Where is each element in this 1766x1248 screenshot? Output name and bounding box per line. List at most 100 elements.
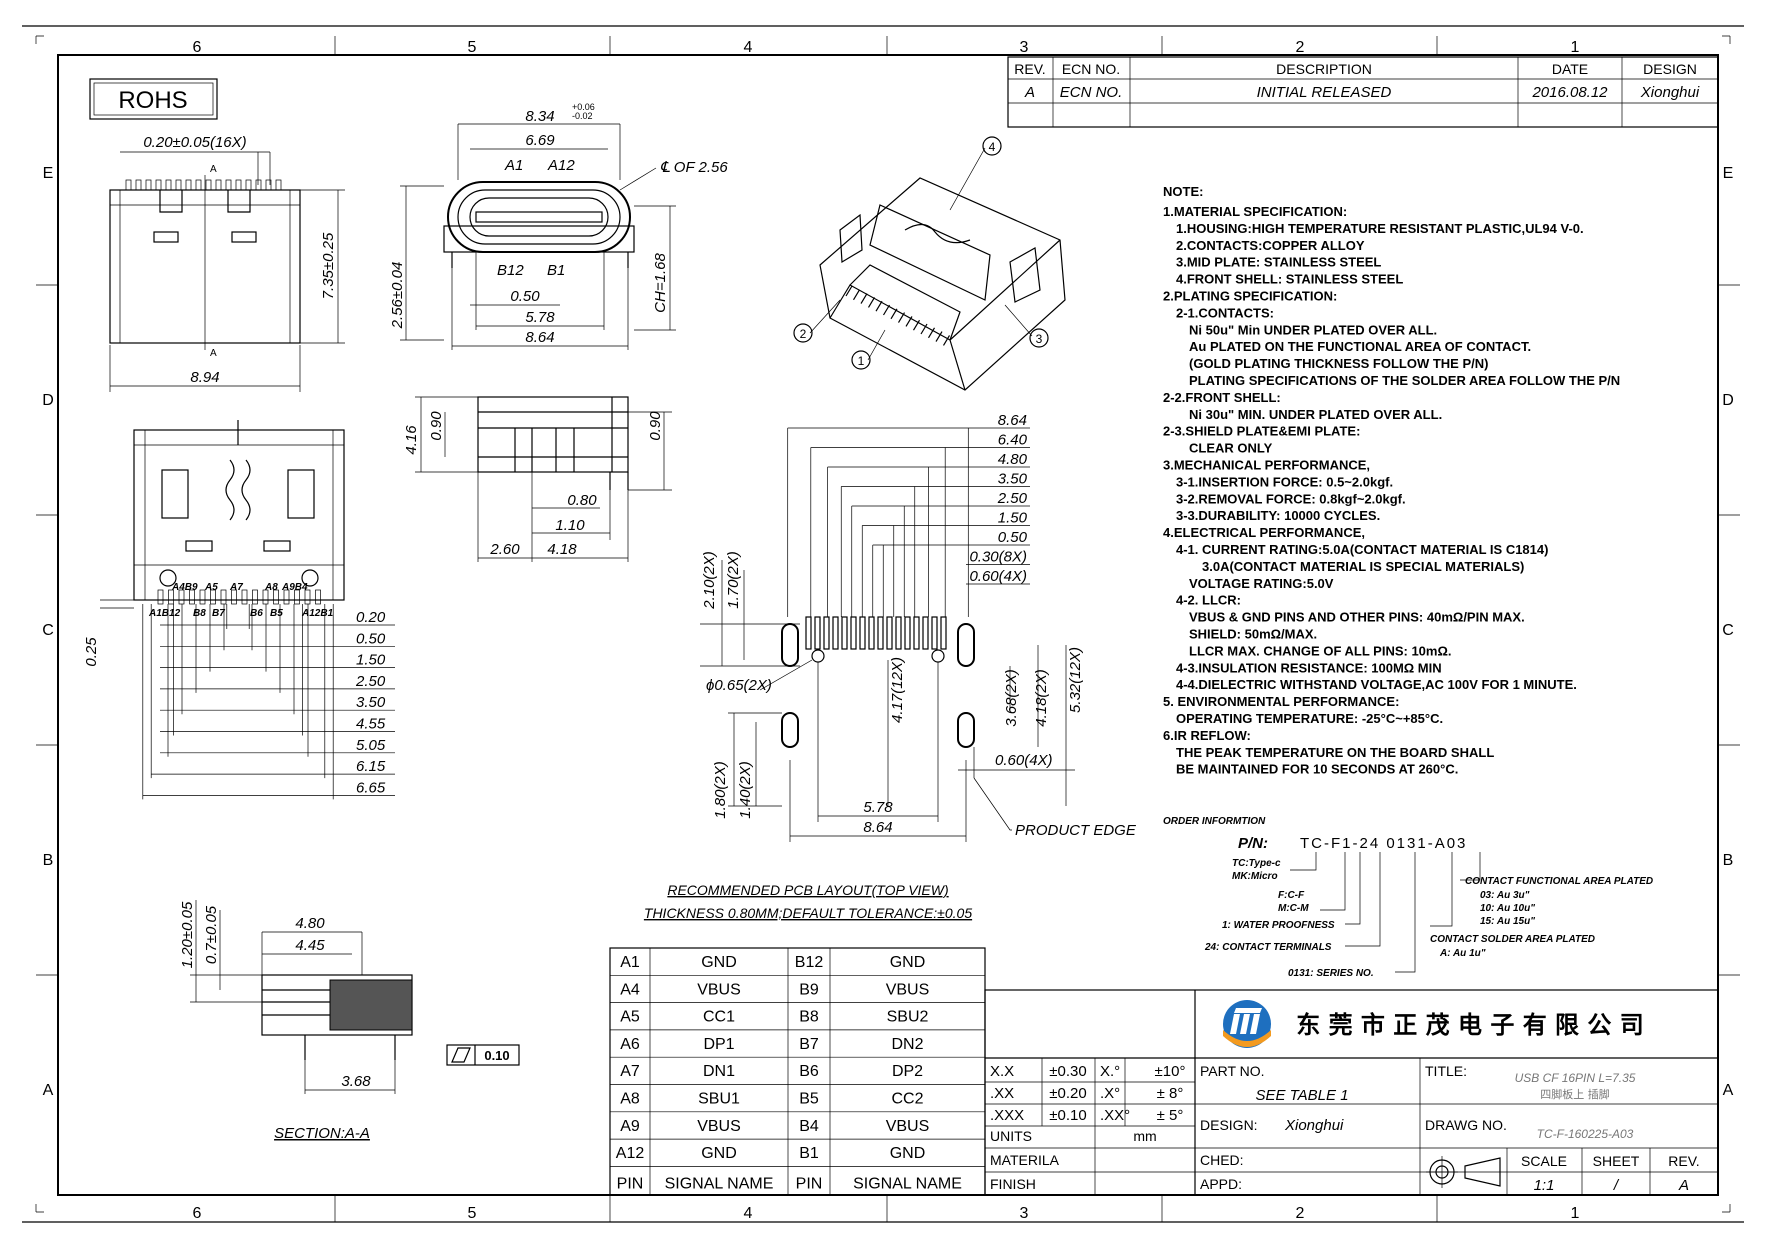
tolerance-cell: .XX (990, 1085, 1014, 1102)
dim-label: 0.50 (356, 630, 386, 647)
pin-label: B5 (270, 608, 283, 619)
contact-pin (245, 179, 252, 191)
tolerance-cell: X.X (990, 1063, 1014, 1080)
sheet-label: SHEET (1593, 1153, 1640, 1169)
zone-col-label: 5 (468, 1205, 477, 1222)
note-line: 2-3.SHIELD PLATE&EMI PLATE: (1163, 424, 1360, 439)
dim-label: 0.20 (356, 609, 386, 626)
order-legend: MK:Micro (1232, 871, 1278, 882)
sheet-value: / (1613, 1177, 1620, 1194)
units-value: mm (1133, 1128, 1156, 1144)
pn-label: P/N: (1238, 835, 1268, 852)
contact-pin (145, 179, 152, 191)
pin-label: A1 (504, 157, 523, 174)
pin-table-cell: B1 (799, 1145, 819, 1162)
dim-label: 0.60(4X) (995, 752, 1053, 769)
contact-pin (199, 589, 206, 605)
contact-pin (273, 589, 279, 605)
isometric-view: 4 2 1 3 (793, 136, 1066, 391)
note-line: SHIELD: 50mΩ/MAX. (1189, 627, 1317, 642)
dim-label: 4.17(12X) (889, 657, 906, 723)
contact-pin (304, 589, 311, 605)
scale-value: 1:1 (1534, 1177, 1555, 1194)
dim-label: 0.90 (647, 411, 664, 441)
pcb-caption: THICKNESS 0.80MM;DEFAULT TOLERANCE:±0.05 (644, 905, 972, 921)
pin-table-cell: GND (890, 1145, 926, 1162)
tolerance-cell: .XX° (1100, 1107, 1130, 1124)
dim-label: 3.68(2X) (1003, 669, 1020, 727)
dim-label: 1.40(2X) (737, 761, 754, 819)
rohs-label: ROHS (118, 87, 187, 114)
pcb-pad (922, 616, 929, 650)
note-line: 3.0A(CONTACT MATERIAL IS SPECIAL MATERIA… (1202, 559, 1524, 574)
note-line: BE MAINTAINED FOR 10 SECONDS AT 260°C. (1176, 762, 1458, 777)
pin-table-cell: GND (890, 954, 926, 971)
callout-label: 1 (858, 354, 865, 368)
zone-row-label: D (42, 392, 54, 409)
dim-tolerance: -0.02 (572, 111, 593, 121)
pin-table-cell: VBUS (886, 981, 930, 998)
dim-label: 3.50 (998, 471, 1028, 488)
pin-table-cell: GND (701, 1145, 737, 1162)
contact-pin (225, 179, 232, 191)
pin-table-cell: A12 (616, 1145, 645, 1162)
pin-table-cell: A1 (620, 954, 640, 971)
part-no-value: SEE TABLE 1 (1255, 1087, 1348, 1104)
units-label: UNITS (990, 1128, 1032, 1144)
finish-label: FINISH (990, 1176, 1036, 1192)
dim-label: 4.80 (295, 915, 325, 932)
contact-pin (275, 179, 282, 191)
section-view: 1.20±0.05 0.7±0.05 1.20±0.05 4.80 4.45 3… (179, 900, 520, 1142)
pcb-pad (913, 616, 920, 650)
dim-label: 1.50 (356, 652, 386, 669)
contact-pin (912, 319, 921, 331)
dim-label: 0.90 (428, 411, 445, 441)
dim-tolerance: +0.06 (572, 102, 595, 112)
title-value-cn: 四脚板上 插脚 (1540, 1087, 1610, 1101)
note-line: LLCR MAX. CHANGE OF ALL PINS: 10mΩ. (1189, 643, 1452, 658)
note-line: 4-1. CURRENT RATING:5.0A(CONTACT MATERIA… (1176, 542, 1548, 557)
bottom-view: A1B12 B8 B7 B6 B5 A12B1 A4B9 A5 A7 A8 A9… (83, 420, 395, 800)
dim-label: 0.50 (510, 288, 540, 305)
dim-label: 1.70(2X) (725, 551, 742, 609)
date-value: 2016.08.12 (1531, 84, 1608, 101)
note-line: CLEAR ONLY (1189, 441, 1273, 456)
contact-pin (860, 293, 868, 304)
contact-pin (185, 179, 192, 191)
dim-label: 0.80 (567, 492, 597, 509)
note-line: 4.ELECTRICAL PERFORMANCE, (1163, 525, 1365, 540)
note-line: THE PEAK TEMPERATURE ON THE BOARD SHALL (1176, 745, 1494, 760)
dim-label: 1.10 (555, 517, 585, 534)
zone-row-label: C (1722, 622, 1734, 639)
dim-label: 8.64 (998, 412, 1027, 429)
top-view: 8.94 0.20±0.05(16X) 7.35±0.25 A A (109, 134, 345, 392)
pin-table-cell: B12 (795, 954, 824, 971)
note-line: 2-1.CONTACTS: (1176, 305, 1274, 320)
flatness-value: 0.10 (484, 1048, 509, 1063)
note-line: 3-2.REMOVAL FORCE: 0.8kgf~2.0kgf. (1176, 491, 1406, 506)
section-caption: SECTION:A-A (274, 1125, 370, 1142)
rev-value: A (1024, 84, 1035, 101)
contact-pin (255, 179, 262, 191)
order-legend: F:C-F (1278, 890, 1305, 901)
note-line: 5. ENVIRONMENTAL PERFORMANCE: (1163, 694, 1399, 709)
contact-pin (935, 331, 943, 342)
zone-row-label: B (1723, 852, 1734, 869)
pin-table-header: SIGNAL NAME (853, 1175, 962, 1192)
tolerance-cell: ± 8° (1157, 1085, 1184, 1102)
note-line: PLATING SPECIFICATIONS OF THE SOLDER ARE… (1189, 373, 1620, 388)
pcb-pad (832, 616, 839, 650)
zone-row-label: B (43, 852, 54, 869)
tolerance-cell: .XXX (990, 1107, 1024, 1124)
contact-pin (165, 179, 172, 191)
pin-table-cell: CC1 (703, 1009, 735, 1026)
dim-label: 3.50 (356, 694, 386, 711)
dim-label: ϕ0.65(2X) (706, 677, 772, 694)
pin-label: A7 (229, 582, 243, 593)
order-legend: CONTACT SOLDER AREA PLATED (1430, 934, 1595, 945)
drawg-label: DRAWG NO. (1425, 1117, 1507, 1133)
section-mark: A (210, 164, 217, 175)
pcb-pad (877, 616, 884, 650)
pcb-pad (805, 616, 812, 650)
design-label: DESIGN: (1200, 1117, 1258, 1133)
